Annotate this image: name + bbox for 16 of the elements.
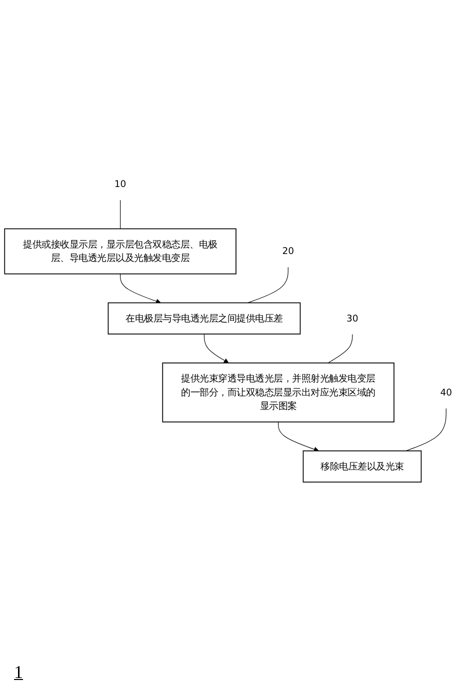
node-text: 10 [114,178,126,190]
arrow [278,421,319,452]
connector [120,199,121,229]
node-box: 提供光束穿透导电透光层，并照射光触发电变层的一部分，而让双稳态层显示出对应光束区域的显示图案 [162,362,394,422]
figure-number: 1 [14,662,23,682]
node-text: 20 [282,245,294,256]
node-box: 在电极层与导电透光层之间提供电压差 [108,302,301,334]
connector [406,407,446,451]
arrow [120,273,161,304]
connector [248,266,288,303]
connector [328,333,353,363]
arrow [204,333,229,363]
node-box: 提供或接收显示层，显示层包含双稳态层、电极层、导电透光层以及光触发电变层 [4,228,236,274]
node-text: 40 [440,386,452,398]
node-text: 30 [346,312,358,324]
node-box: 移除电压差以及光束 [302,450,422,482]
